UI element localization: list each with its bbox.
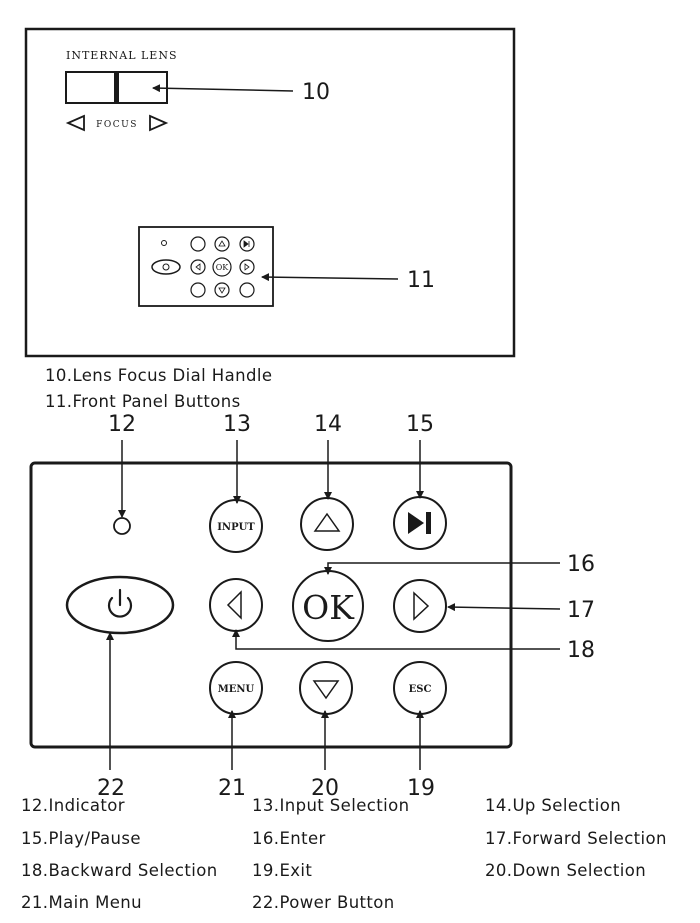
front-panel-outline [29, 461, 513, 749]
focus-right-arrow-icon [149, 114, 169, 132]
callout-10: 10 [302, 80, 330, 105]
legend-21: 21.Main Menu [21, 893, 142, 912]
legend-17: 17.Forward Selection [485, 829, 667, 848]
menu-button[interactable] [209, 661, 263, 715]
focus-left-arrow-icon [65, 114, 85, 132]
callout-line-10 [152, 84, 294, 93]
legend-12: 12.Indicator [21, 796, 125, 815]
callout-line-11 [261, 273, 399, 282]
callout-14: 14 [314, 412, 342, 437]
legend-19: 19.Exit [252, 861, 313, 880]
mini-front-panel: OK [138, 226, 274, 307]
forward-button[interactable] [393, 579, 447, 633]
menu-button-label: MENU [218, 684, 255, 695]
callout-21: 21 [218, 776, 246, 801]
callout-16: 16 [567, 552, 595, 577]
callout-19: 19 [407, 776, 435, 801]
callout-line-16 [324, 562, 560, 575]
play-pause-icon [408, 512, 431, 534]
callout-11: 11 [407, 268, 435, 293]
callout-20: 20 [311, 776, 339, 801]
legend-18: 18.Backward Selection [21, 861, 218, 880]
legend-14: 14.Up Selection [485, 796, 622, 815]
ok-button-label: OK [302, 588, 355, 627]
legend-10: 10.Lens Focus Dial Handle [45, 366, 273, 385]
legend-16: 16.Enter [252, 829, 326, 848]
power-icon [107, 588, 133, 618]
lens-focus-dial[interactable] [65, 71, 168, 104]
callout-line-18 [232, 629, 560, 650]
up-arrow-icon [313, 512, 341, 532]
mini-power-button [151, 259, 181, 275]
legend-13: 13.Input Selection [252, 796, 410, 815]
backward-button[interactable] [209, 578, 263, 632]
input-button-label: INPUT [217, 522, 255, 533]
focus-label: FOCUS [96, 120, 138, 130]
callout-line-17 [447, 603, 561, 612]
callout-18: 18 [567, 638, 595, 663]
callout-13: 13 [223, 412, 251, 437]
right-arrow-icon [413, 591, 430, 621]
callout-15: 15 [406, 412, 434, 437]
down-button[interactable] [299, 661, 353, 715]
legend-20: 20.Down Selection [485, 861, 647, 880]
esc-button-label: ESC [409, 684, 432, 695]
left-arrow-icon [226, 590, 242, 620]
internal-lens-label: INTERNAL LENS [66, 49, 177, 62]
legend-15: 15.Play/Pause [21, 829, 141, 848]
legend-22: 22.Power Button [252, 893, 395, 912]
svg-text:OK: OK [216, 263, 230, 272]
indicator-light [113, 517, 131, 535]
callout-17: 17 [567, 598, 595, 623]
legend-11: 11.Front Panel Buttons [45, 392, 241, 411]
down-arrow-icon [312, 680, 340, 700]
callout-22: 22 [97, 776, 125, 801]
up-button[interactable] [300, 497, 354, 551]
projector-front-outline [24, 27, 516, 358]
callout-12: 12 [108, 412, 136, 437]
